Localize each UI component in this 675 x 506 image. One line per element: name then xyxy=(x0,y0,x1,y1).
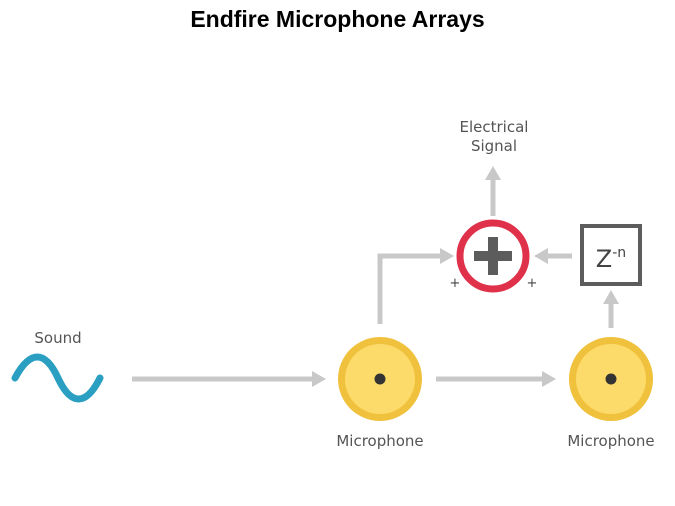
sine-wave-icon xyxy=(11,353,104,403)
microphone-1-label: Microphone xyxy=(336,432,424,450)
plus-sign-right: + xyxy=(526,276,538,291)
delay-label: Z-n xyxy=(582,238,640,274)
arrow-mic1-to-mic2 xyxy=(436,371,556,387)
microphone-2-label: Microphone xyxy=(567,432,655,450)
output-label: Electrical Signal xyxy=(444,118,544,156)
microphone-2-icon xyxy=(569,337,653,421)
output-label-line1: Electrical xyxy=(459,118,529,136)
plus-sign-left: + xyxy=(449,276,461,291)
delay-box-icon xyxy=(580,224,642,286)
arrow-delay-to-summer xyxy=(534,248,572,264)
plus-circle-icon xyxy=(456,219,530,293)
output-label-line2: Signal xyxy=(470,137,518,155)
delay-base: Z xyxy=(595,245,613,273)
arrow-mic1-to-summer xyxy=(377,248,454,324)
delay-exponent: -n xyxy=(612,245,627,261)
arrow-summer-to-output xyxy=(485,166,501,216)
arrow-mic2-to-delay xyxy=(603,290,619,328)
arrow-sound-to-mic1 xyxy=(132,371,326,387)
microphone-1-icon xyxy=(338,337,422,421)
page-title: Endfire Microphone Arrays xyxy=(190,6,485,32)
sound-label: Sound xyxy=(34,329,82,347)
